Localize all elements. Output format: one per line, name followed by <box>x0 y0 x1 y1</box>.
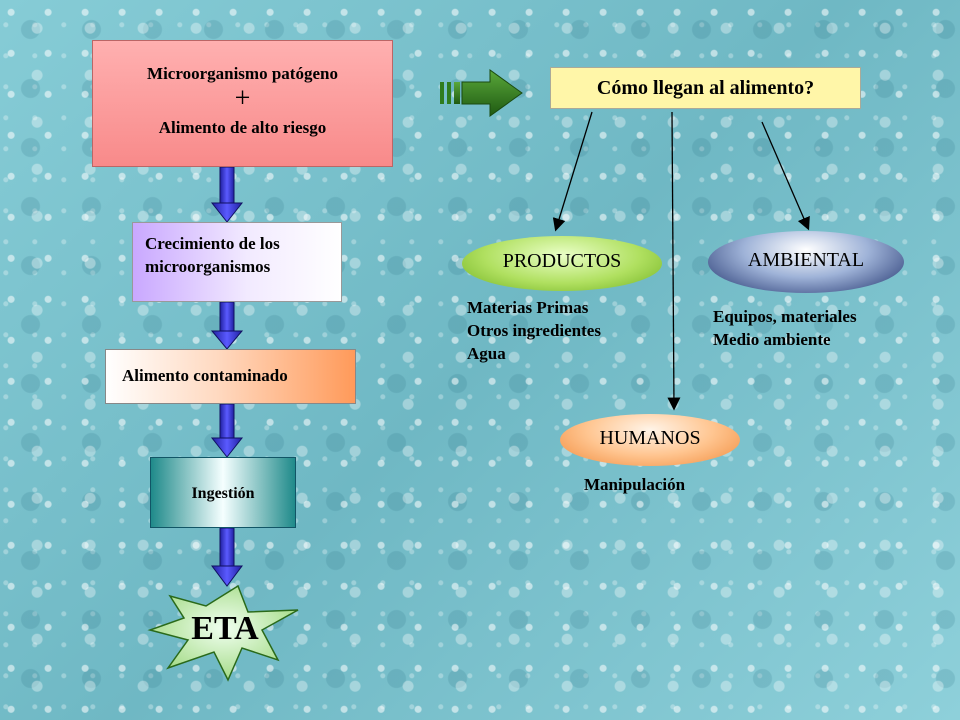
products-item: Agua <box>467 343 506 363</box>
connector-humans <box>667 111 681 411</box>
growth-label-line1: Crecimiento de los <box>145 234 280 253</box>
flow-arrow-2 <box>210 301 244 350</box>
products-item: Otros ingredientes <box>467 320 601 340</box>
pathogen-label: Microorganismo patógeno <box>147 64 338 83</box>
environment-ellipse: AMBIENTAL <box>708 231 904 293</box>
growth-label-line2: microorganismos <box>145 256 271 276</box>
flow-arrow-4 <box>211 527 243 587</box>
eta-label: ETA <box>191 610 259 647</box>
ingestion-box: Ingestión <box>150 457 296 528</box>
products-label: PRODUCTOS <box>502 250 622 272</box>
connector-environment <box>761 121 810 231</box>
growth-box: Crecimiento de los microorganismos <box>132 222 342 302</box>
products-ellipse: PRODUCTOS <box>462 236 662 291</box>
green-arrow <box>440 69 523 117</box>
humans-label: HUMANOS <box>599 427 701 449</box>
humans-items: Manipulación <box>584 474 685 497</box>
contaminated-food-box: Alimento contaminado <box>105 349 356 404</box>
question-box: Cómo llegan al alimento? <box>550 67 861 109</box>
pathogen-food-box: Microorganismo patógeno + Alimento de al… <box>92 40 393 167</box>
environment-label: AMBIENTAL <box>747 249 865 271</box>
humans-ellipse: HUMANOS <box>560 414 740 466</box>
products-items: Materias Primas Otros ingredientes Agua <box>467 297 601 366</box>
high-risk-food-label: Alimento de alto riesgo <box>158 118 327 138</box>
contaminated-label: Alimento contaminado <box>122 366 288 385</box>
eta-starburst <box>147 584 299 682</box>
flow-arrow-3 <box>210 403 244 458</box>
products-item: Materias Primas <box>467 298 589 317</box>
connector-products <box>552 111 593 232</box>
environment-item: Equipos, materiales <box>713 307 857 326</box>
environment-item: Medio ambiente <box>713 329 831 349</box>
humans-item: Manipulación <box>584 475 686 494</box>
plus-sign: + <box>234 83 251 115</box>
flow-arrow-1 <box>210 166 244 223</box>
question-label: Cómo llegan al alimento? <box>596 77 815 99</box>
ingestion-label: Ingestión <box>191 485 255 502</box>
environment-items: Equipos, materiales Medio ambiente <box>713 306 857 352</box>
